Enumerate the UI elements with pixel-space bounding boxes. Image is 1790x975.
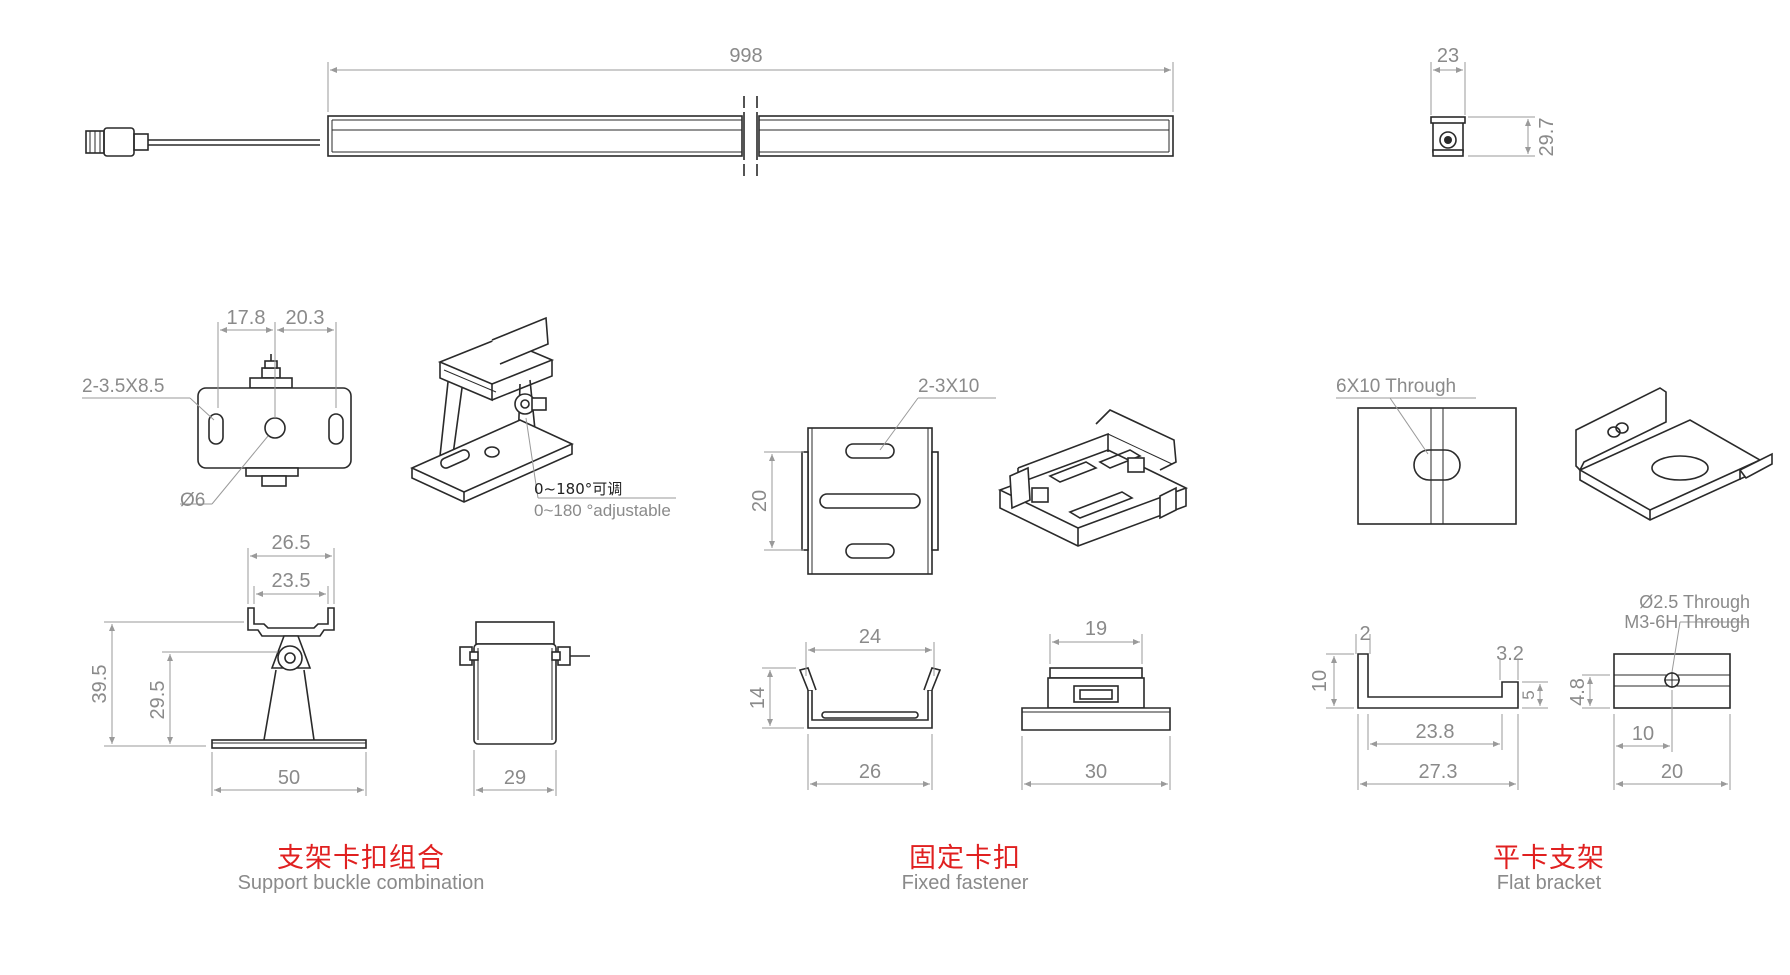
buckle-angle-note-zh: 0~180°可调 (534, 480, 622, 498)
support-buckle-front-view: 17.8 20.3 2-3.5X8.5 Ø6 (82, 307, 352, 511)
fastener-height: 20 (749, 490, 771, 512)
buckle-width-outer: 26.5 (272, 532, 311, 554)
support-buckle-title-en: Support buckle combination (237, 872, 485, 894)
bracket-tap-note-1: Ø2.5 Through (1639, 592, 1750, 612)
fixed-fastener-title-en: Fixed fastener (901, 872, 1029, 894)
light-bar-end-view: 23 29.7 (1430, 45, 1558, 157)
buckle-width-inner: 23.5 (272, 570, 311, 592)
flat-bracket-isometric (1575, 387, 1773, 521)
buckle-slot-note: 2-3.5X8.5 (82, 376, 164, 397)
bracket-wall-height: 10 (1309, 670, 1331, 692)
bracket-inner-span: 23.8 (1416, 721, 1455, 743)
buckle-hole-note: Ø6 (180, 490, 205, 511)
bracket-tap-offset: 10 (1632, 723, 1654, 745)
bar-length-dim: 998 (729, 45, 762, 67)
bracket-outer-span: 27.3 (1419, 761, 1458, 783)
light-bar-side-view: 998 (85, 45, 1174, 176)
bar-height-dim: 29.7 (1536, 118, 1558, 157)
flat-bracket-end-view: Ø2.5 Through M3-6H Through 4.8 10 20 (1567, 592, 1750, 790)
buckle-side-width: 29 (504, 767, 526, 789)
buckle-height-pivot: 29.5 (147, 681, 169, 720)
bracket-lip-depth: 5 (1519, 690, 1538, 699)
fixed-fastener-side-view: 24 14 26 (747, 626, 942, 790)
buckle-height-total: 39.5 (89, 665, 111, 704)
fixed-fastener-end-view: 19 30 (1021, 618, 1171, 790)
fixed-fastener-title-zh: 固定卡扣 (909, 843, 1021, 874)
bracket-lip-height: 3.2 (1496, 643, 1524, 665)
bracket-thickness: 2 (1359, 623, 1370, 645)
bracket-side-width: 20 (1661, 761, 1683, 783)
buckle-angle-note-en: 0~180 °adjustable (534, 501, 671, 520)
bracket-tap-note-2: M3-6H Through (1624, 612, 1750, 632)
fastener-slot-note: 2-3X10 (918, 376, 979, 397)
fastener-inner-width: 24 (859, 626, 881, 648)
buckle-base-width: 50 (278, 767, 300, 789)
support-buckle-isometric: 0~180°可调 0~180 °adjustable (410, 316, 676, 520)
fastener-outer-width: 26 (859, 761, 881, 783)
flat-bracket-title-en: Flat bracket (1496, 872, 1602, 894)
fixed-fastener-top-view: 2-3X10 20 (749, 376, 996, 575)
fixed-fastener-isometric (997, 409, 1189, 547)
bar-width-dim: 23 (1437, 45, 1459, 67)
fastener-side-height: 14 (747, 687, 769, 709)
flat-bracket-title-zh: 平卡支架 (1493, 843, 1605, 874)
buckle-dim-b: 20.3 (286, 307, 325, 329)
bracket-hole-note: 6X10 Through (1336, 376, 1456, 397)
fastener-base-width: 30 (1085, 761, 1107, 783)
flat-bracket-top-view: 6X10 Through (1336, 376, 1517, 525)
bracket-tap-height: 4.8 (1567, 678, 1589, 706)
support-buckle-end-view: 29 (459, 621, 590, 796)
fastener-top-width: 19 (1085, 618, 1107, 640)
flat-bracket-side-view: 2 3.2 10 5 23.8 27.3 (1309, 623, 1548, 790)
connector-icon (85, 127, 149, 157)
support-buckle-side-view: 26.5 23.5 39.5 29.5 50 (89, 532, 367, 796)
support-buckle-title-zh: 支架卡扣组合 (277, 843, 445, 874)
buckle-dim-a: 17.8 (227, 307, 266, 329)
